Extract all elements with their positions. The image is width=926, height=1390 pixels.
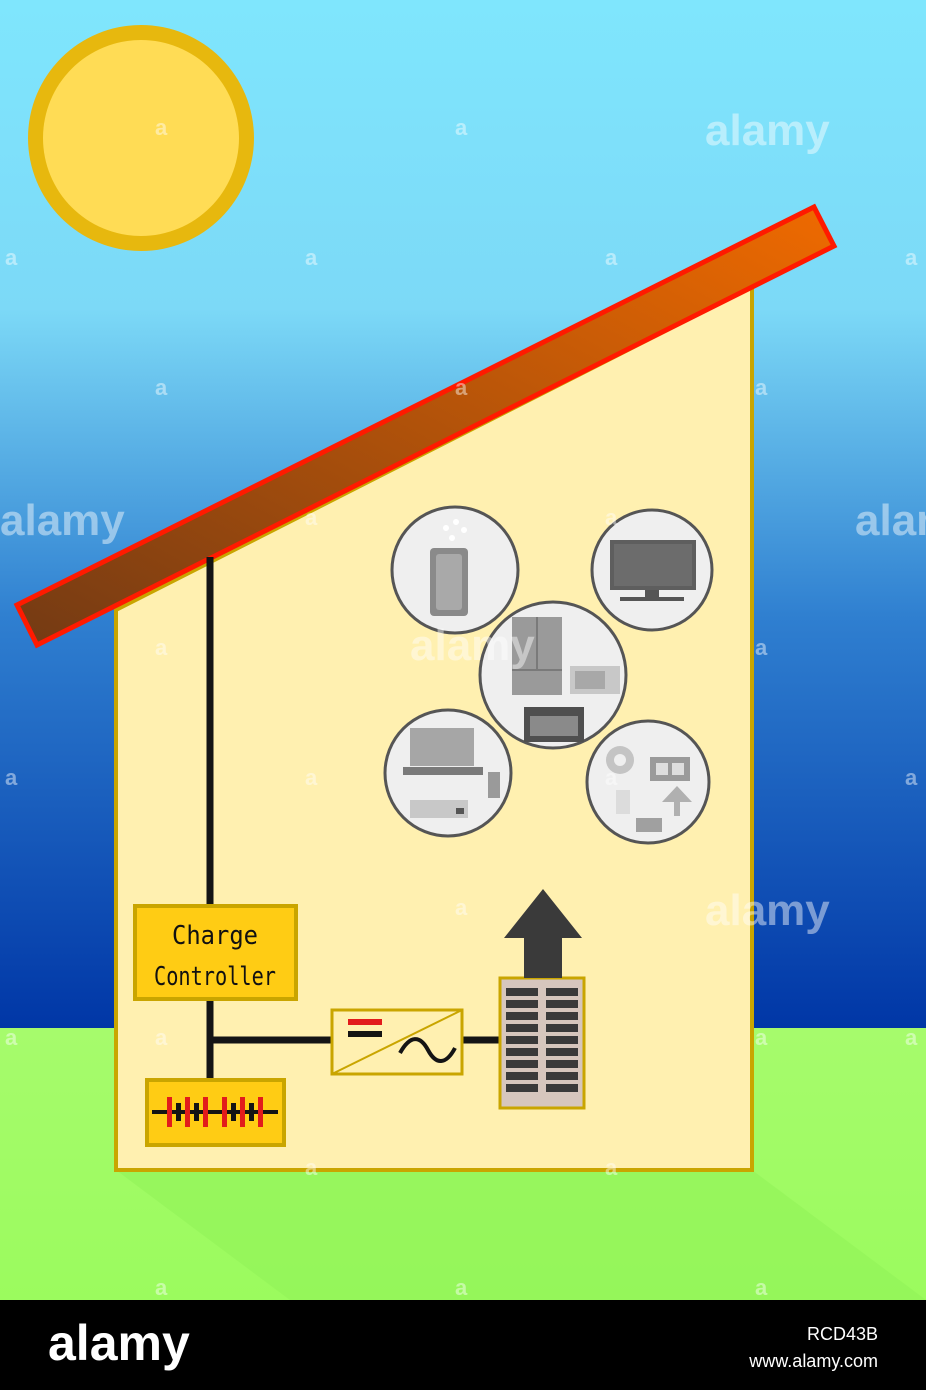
computer-icon	[403, 728, 483, 775]
footer-logo: alamy	[48, 1315, 190, 1371]
svg-text:alamy: alamy	[705, 106, 830, 155]
oven-icon	[524, 707, 584, 742]
svg-text:alamy: alamy	[0, 496, 125, 545]
printer-icon	[410, 800, 468, 818]
svg-text:a: a	[155, 635, 168, 660]
light-switch-icon	[616, 790, 630, 814]
television-appliance	[590, 508, 714, 632]
svg-text:a: a	[155, 115, 168, 140]
television-icon	[610, 540, 696, 601]
dc-symbol-icon	[348, 1019, 382, 1037]
svg-text:a: a	[455, 1275, 468, 1300]
refrigerator-icon	[512, 617, 562, 695]
svg-text:a: a	[5, 245, 18, 270]
svg-text:a: a	[5, 765, 18, 790]
microwave-icon	[570, 666, 620, 694]
svg-text:a: a	[905, 245, 918, 270]
svg-text:a: a	[605, 245, 618, 270]
ac-wave-icon	[398, 1037, 457, 1063]
breaker-switches	[506, 988, 578, 1092]
office-appliance	[383, 708, 513, 838]
charge-controller-line1: Charge	[172, 921, 258, 951]
svg-text:a: a	[305, 505, 318, 530]
svg-text:a: a	[305, 245, 318, 270]
svg-text:a: a	[605, 505, 618, 530]
svg-text:a: a	[605, 765, 618, 790]
up-arrow-icon	[504, 889, 582, 978]
footer-url: www.alamy.com	[748, 1351, 878, 1371]
kitchen-appliance	[478, 600, 628, 750]
watermark: alamy alamy alamy alamy alamy a a a a a …	[0, 106, 926, 1300]
svg-text:a: a	[455, 115, 468, 140]
footer-image-id: RCD43B	[807, 1324, 878, 1344]
charge-controller-line2: Controller	[154, 962, 276, 992]
svg-text:a: a	[755, 375, 768, 400]
svg-text:a: a	[905, 1025, 918, 1050]
inverter	[330, 1008, 464, 1076]
footer-bar: alamy RCD43B www.alamy.com	[0, 1300, 926, 1390]
svg-text:alamy: alamy	[855, 496, 926, 545]
svg-text:a: a	[755, 1025, 768, 1050]
svg-text:a: a	[455, 895, 468, 920]
battery-icon	[167, 1097, 263, 1127]
lamp-icon	[662, 786, 692, 816]
svg-text:alamy: alamy	[410, 621, 535, 670]
charge-controller: Charge Controller	[133, 904, 298, 1001]
battery-bank	[145, 1078, 286, 1147]
sun-icon	[28, 25, 254, 251]
svg-text:a: a	[155, 1275, 168, 1300]
svg-text:a: a	[305, 1155, 318, 1180]
water-heater-appliance	[390, 505, 520, 635]
house-shadow	[116, 1170, 926, 1300]
svg-text:a: a	[455, 375, 468, 400]
outlets-lighting-appliance	[585, 719, 711, 845]
svg-text:a: a	[305, 765, 318, 790]
solar-panel	[13, 203, 838, 649]
svg-text:a: a	[155, 375, 168, 400]
svg-text:a: a	[755, 1275, 768, 1300]
svg-text:alamy: alamy	[705, 886, 830, 935]
outlet-icon	[650, 757, 690, 781]
svg-text:a: a	[755, 635, 768, 660]
svg-text:a: a	[155, 1025, 168, 1050]
phone-icon	[488, 772, 500, 798]
breaker-panel	[498, 976, 586, 1110]
svg-text:a: a	[5, 1025, 18, 1050]
battery-charger-icon	[636, 818, 662, 832]
svg-text:a: a	[605, 1155, 618, 1180]
water-heater-icon	[430, 519, 468, 616]
svg-text:a: a	[905, 765, 918, 790]
ceiling-fan-icon	[606, 746, 634, 774]
